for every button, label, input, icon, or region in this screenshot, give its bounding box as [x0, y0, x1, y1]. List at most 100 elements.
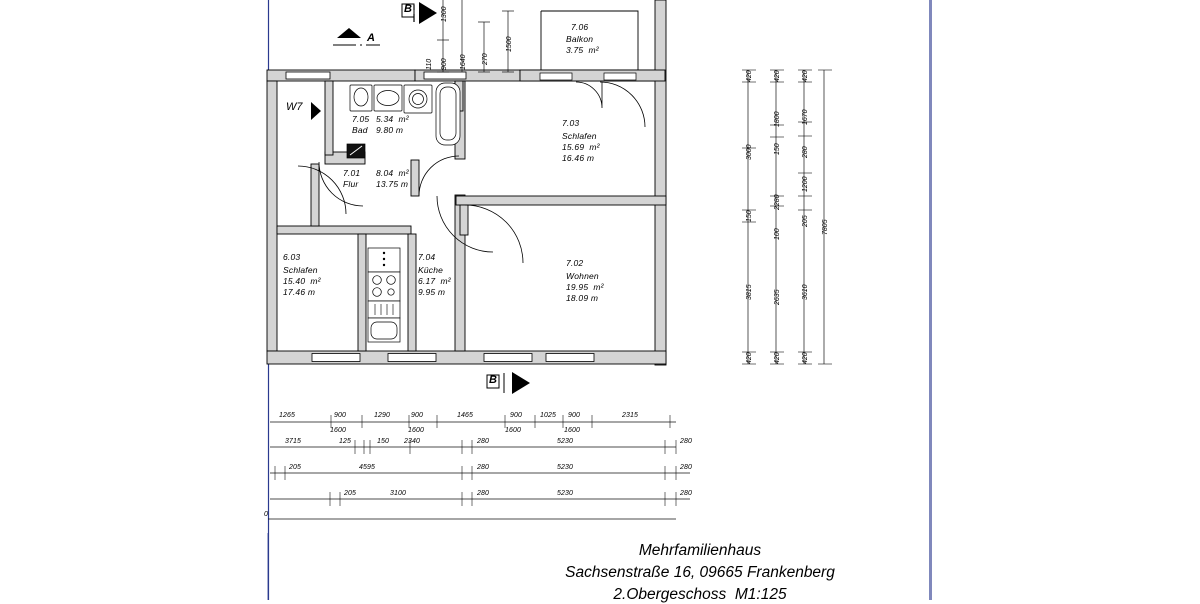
room-label-702-perimeter: 18.09 m — [566, 293, 599, 303]
room-label-603-number: 6.03 — [283, 252, 301, 262]
dim-b4-5230: 5230 — [557, 490, 573, 497]
room-label-706-name: Balkon — [566, 34, 594, 44]
room-label-706-area: 3.75 m² — [566, 45, 599, 55]
room-label-704-number: 7.04 — [418, 252, 436, 262]
dim-b2-280a: 280 — [477, 438, 489, 445]
drainboard-icon — [367, 300, 401, 319]
dim-r1-3815: 3815 — [746, 284, 753, 300]
dim-b2u-1600c: 1600 — [505, 427, 521, 434]
dim-r3-3610: 3610 — [802, 284, 809, 300]
dim-r2-1800: 1800 — [774, 111, 781, 127]
dimension-chains-top — [437, 0, 514, 73]
dim-b3-5230: 5230 — [557, 464, 573, 471]
dim-b1-1025: 1025 — [540, 412, 556, 419]
electrical-panel-icon — [346, 143, 366, 159]
room-label-705-name: Bad — [352, 125, 368, 135]
dim-b4-280b: 280 — [680, 490, 692, 497]
dim-b2u-1600d: 1600 — [564, 427, 580, 434]
room-label-703-name: Schlafen — [562, 131, 597, 141]
room-label-603-name: Schlafen — [283, 265, 318, 275]
section-marker-a-label: A — [367, 32, 375, 44]
room-label-703-number: 7.03 — [562, 118, 580, 128]
room-label-603-area: 15.40 m² — [283, 276, 321, 286]
dim-bottom-left-partial: 0 — [264, 511, 268, 518]
dim-b1-1290: 1290 — [374, 412, 390, 419]
dim-total-7805: 7805 — [822, 219, 829, 235]
dim-r1-3000: 3000 — [746, 144, 753, 160]
dim-b3-4595: 4595 — [359, 464, 375, 471]
dim-r2-2280: 2280 — [774, 194, 781, 210]
drawing-title-line1: Mehrfamilienhaus — [638, 542, 762, 559]
dim-b2-2340: 2340 — [404, 438, 420, 445]
section-arrow-b-top — [419, 2, 437, 24]
dim-top-1300: 1300 — [441, 6, 448, 22]
room-label-701-name: Flur — [343, 179, 359, 189]
balcony-outline — [519, 10, 666, 82]
room-label-701-number: 7.01 — [343, 168, 361, 178]
dim-b4-205: 205 — [344, 490, 356, 497]
dim-top-110: 110 — [426, 58, 433, 70]
room-label-703-area: 15.69 m² — [562, 142, 600, 152]
door-swings — [297, 81, 646, 264]
room-label-706-number: 7.06 — [571, 22, 589, 32]
door-swing-balcony — [575, 81, 603, 109]
dim-r3-420a: 420 — [802, 70, 809, 82]
room-label-702-number: 7.02 — [566, 258, 584, 268]
dim-b3-280b: 280 — [680, 464, 692, 471]
room-label-704-perimeter: 9.95 m — [418, 287, 446, 297]
dim-r2-150: 150 — [774, 143, 781, 155]
room-label-701-perimeter: 13.75 m — [376, 179, 409, 189]
section-arrow-a — [337, 28, 361, 38]
room-label-701-area: 8.04 m² — [376, 168, 409, 178]
section-arrow-b-bottom — [512, 372, 530, 394]
dim-b2-280b: 280 — [680, 438, 692, 445]
section-marker-b-top-label: B — [404, 3, 412, 15]
dim-r3-205: 205 — [802, 215, 809, 227]
drawing-title-line2: Sachsenstraße 16, 09665 Frankenberg — [565, 564, 835, 581]
dim-top-270: 270 — [482, 53, 489, 65]
dim-r3-1670: 1670 — [802, 109, 809, 125]
dim-r1-420b: 420 — [746, 352, 753, 364]
dim-r3-280: 280 — [802, 146, 809, 158]
dim-b2-5230: 5230 — [557, 438, 573, 445]
room-label-703-perimeter: 16.46 m — [562, 153, 595, 163]
room-label-702-name: Wohnen — [566, 271, 599, 281]
dim-r3-1200: 1200 — [802, 176, 809, 192]
dim-b1-900b: 900 — [411, 412, 423, 419]
dim-b1-900a: 900 — [334, 412, 346, 419]
dim-balcony: 1500 — [506, 36, 513, 52]
room-label-705-number: 7.05 — [352, 114, 370, 124]
section-marker-triangles — [311, 2, 530, 394]
dimension-chains-right — [742, 69, 832, 365]
dim-b2u-1600b: 1600 — [408, 427, 424, 434]
dim-r2-420a: 420 — [774, 70, 781, 82]
dim-b1-1265: 1265 — [279, 412, 295, 419]
dimension-chains-bottom — [268, 415, 690, 520]
kitchen-fixtures — [367, 247, 401, 343]
dim-r3-420b: 420 — [802, 352, 809, 364]
dim-b1-900d: 900 — [568, 412, 580, 419]
bathroom-fixtures — [349, 82, 461, 146]
dim-r1-420a: 420 — [746, 70, 753, 82]
dim-r2-2635: 2635 — [774, 289, 781, 305]
dim-b1-2315: 2315 — [622, 412, 638, 419]
dim-b3-280a: 280 — [477, 464, 489, 471]
dim-top-900: 900 — [441, 58, 448, 70]
stove-icon — [367, 271, 401, 302]
dim-b2-125: 125 — [339, 438, 351, 445]
dim-b4-280a: 280 — [477, 490, 489, 497]
room-label-603-perimeter: 17.46 m — [283, 287, 316, 297]
section-marker-b-bottom-label: B — [489, 374, 497, 386]
room-label-705-perimeter: 9.80 m — [376, 125, 404, 135]
room-label-704-name: Küche — [418, 265, 444, 275]
dim-top-1640: 1640 — [460, 54, 467, 70]
interior-walls — [276, 80, 667, 352]
dim-b2-150: 150 — [377, 438, 389, 445]
dim-b2u-1600a: 1600 — [330, 427, 346, 434]
room-label-704-area: 6.17 m² — [418, 276, 451, 286]
dim-b2-3715: 3715 — [285, 438, 301, 445]
dim-r1-150: 150 — [746, 210, 753, 222]
dim-b1-1465: 1465 — [457, 412, 473, 419]
windows-bottom — [311, 353, 595, 362]
dim-r2-100: 100 — [774, 228, 781, 240]
